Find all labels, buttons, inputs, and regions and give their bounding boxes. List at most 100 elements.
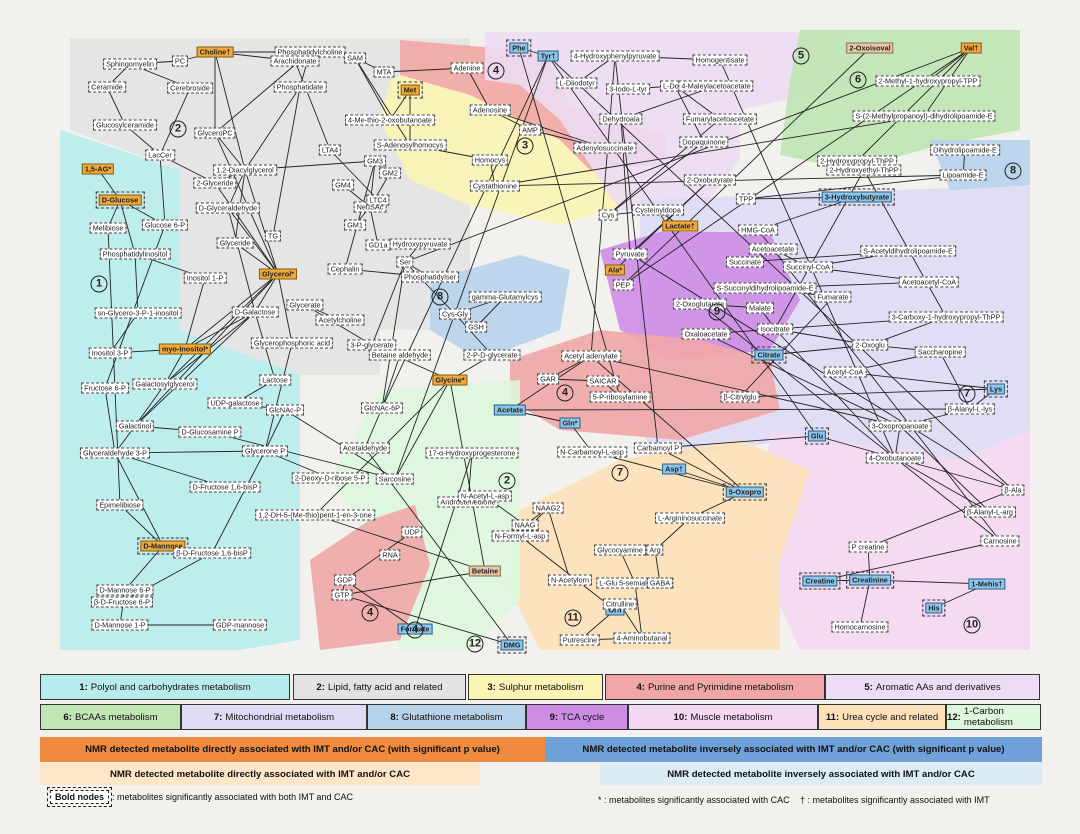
metabolite-node: P creatine <box>848 541 888 553</box>
metabolite-node: Acetoacetate <box>748 243 798 255</box>
metabolite-node: Ser <box>396 256 414 268</box>
edge-25 <box>214 182 279 275</box>
edge-163 <box>607 141 705 216</box>
metabolite-node: L-Diiodotyr <box>556 77 598 89</box>
metabolite-node: GlcNAc-6P <box>360 402 404 414</box>
metabolite-node: Ala* <box>604 264 626 276</box>
region-number-label: 8 <box>1004 162 1022 180</box>
metabolite-node: Glycerophosphoric acid <box>250 337 334 349</box>
edge-88 <box>369 206 379 246</box>
metabolite-node: LacCer <box>145 149 175 161</box>
edge-145 <box>518 47 621 398</box>
metabolite-node: Sphingomyelin <box>103 58 157 70</box>
legend-item: 1:Polyol and carbohydrates metabolism <box>40 674 290 700</box>
metabolite-node: N-Acetylorn <box>547 574 593 586</box>
metabolite-node: Asp† <box>662 463 686 475</box>
edge-22 <box>244 169 279 275</box>
edge-112 <box>381 55 549 409</box>
metabolite-node: PEP <box>612 279 634 291</box>
metabolite-node: PC <box>171 55 189 67</box>
metabolite-node: S-Succinyldihydrolipoamide-E <box>713 282 817 294</box>
edge-49 <box>134 311 256 427</box>
metabolite-node: D-Mannose 6-P <box>96 584 154 596</box>
metabolite-node: 2-Oxobutyrate <box>683 174 737 186</box>
edge-51 <box>134 383 166 427</box>
metabolite-node: UDP <box>401 526 423 538</box>
metabolite-node: Choline† <box>196 46 234 58</box>
metabolite-node: GlyceroPC <box>194 127 236 139</box>
edge-70 <box>209 431 396 480</box>
metabolite-node: Lactate† <box>662 220 698 232</box>
edge-73 <box>354 57 411 146</box>
metabolite-node: Dihydrolipoamide-E <box>930 144 1000 156</box>
edge-153 <box>547 55 818 437</box>
region-number-label: 11 <box>564 609 582 627</box>
legend-inverse-text: NMR detected metabolite inversely associ… <box>667 768 975 780</box>
metabolite-node: 4-Maleylacetoacetate <box>678 80 754 92</box>
legend-direct-significant: NMR detected metabolite directly associa… <box>40 737 545 762</box>
edge-232 <box>772 248 1001 542</box>
edge-63 <box>211 450 266 554</box>
metabolite-node: 5-P-ribosylamine <box>589 391 651 403</box>
metabolite-node: Dopaquinone <box>679 136 729 148</box>
metabolite-node: MTA <box>373 66 395 78</box>
metabolite-node: 4-Oxobutanoate <box>865 452 925 464</box>
metabolite-node: 2-Oxoglu <box>852 339 888 351</box>
metabolite-node: Acetate <box>493 404 527 416</box>
metabolite-node: 2-Methyl-1-hydroxypropyl-TPP <box>875 75 981 87</box>
metabolite-node: Glycocyamine <box>594 544 646 556</box>
edge-43 <box>254 273 279 313</box>
metabolite-node: Cysteinyldopa <box>632 204 684 216</box>
metabolite-node: Glu <box>804 427 830 445</box>
legend-item: 4:Purine and Pyrimidine metabolism <box>605 674 825 700</box>
metabolite-node: Acetylcholine <box>315 314 365 326</box>
edge-29 <box>119 199 136 255</box>
metabolite-node: Homocarnosine <box>831 621 889 633</box>
legend-item-label: Urea cycle and related <box>842 711 939 723</box>
metabolite-node: Met <box>397 81 423 99</box>
footer-bold-nodes: Bold nodes: metabolites significantly as… <box>47 787 353 807</box>
edge-21 <box>227 169 246 209</box>
legend-item-label: Mitochondrial metabolism <box>225 711 335 723</box>
metabolite-node: Homogentisate <box>692 54 748 66</box>
edge-16 <box>244 86 301 171</box>
metabolite-node: GDP-mannose <box>212 619 268 631</box>
metabolite-node: 2-Oxoglutarate <box>672 298 728 310</box>
legend-item-number: 2: <box>316 681 325 693</box>
legend-item-number: 8: <box>390 711 399 723</box>
metabolite-node: β-D-Fructose 6-P <box>90 596 154 608</box>
metabolite-node: NAAG2 <box>532 502 564 514</box>
region-number-label: 10 <box>963 616 981 634</box>
region-number-label: 1 <box>90 275 108 293</box>
metabolite-node: Phosphatidylinositol <box>99 248 171 260</box>
legend-item: 3:Sulphur metabolism <box>468 674 603 700</box>
metabolite-node: L-Glu 5-semialdehyde <box>596 577 674 589</box>
edge-104 <box>454 313 493 356</box>
region-number-label: 3 <box>516 137 534 155</box>
legend-item-label: BCAAs metabolism <box>74 711 158 723</box>
legend-item-number: 10: <box>673 711 688 723</box>
edge-191 <box>774 328 896 459</box>
metabolite-node: Acetyl-CoA <box>823 366 867 378</box>
metabolite-node: SAM <box>344 52 366 64</box>
edge-72 <box>354 57 391 121</box>
metabolite-node: N-Acetyl-L-asp <box>457 490 513 502</box>
edge-45 <box>164 273 279 385</box>
metabolite-node: Glucose 6-P <box>141 219 189 231</box>
region-number-label: 4 <box>361 604 379 622</box>
metabolite-node: Oxaloacetate <box>681 328 731 340</box>
edge-140 <box>657 447 746 493</box>
edge-17 <box>214 132 246 171</box>
edge-128 <box>519 535 616 611</box>
legend-item-number: 5: <box>864 681 873 693</box>
metabolite-node: 4-Aminobutanal <box>613 632 671 644</box>
pathway-region-4-14 <box>310 505 430 650</box>
legend-item-number: 6: <box>63 711 72 723</box>
pathway-region-5-4 <box>485 32 850 210</box>
metabolite-node: His <box>922 599 946 617</box>
metabolite-node: GM3 <box>364 155 386 167</box>
edge-188 <box>739 296 834 398</box>
edge-173 <box>856 47 972 162</box>
metabolite-node: Glucosylceramide <box>93 119 157 131</box>
